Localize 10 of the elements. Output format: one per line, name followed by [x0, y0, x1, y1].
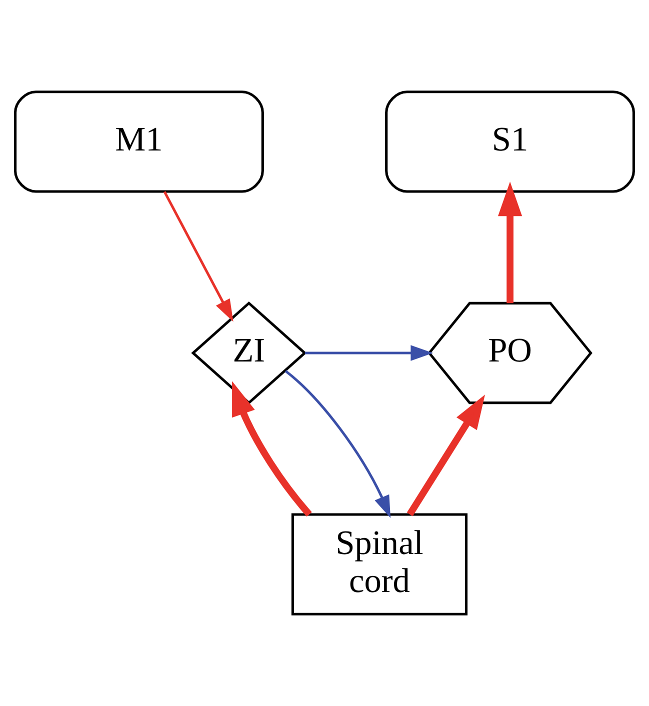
arrow — [406, 394, 485, 516]
arrow — [305, 345, 434, 361]
arrow — [163, 191, 234, 322]
node-box: Spinal cord — [291, 513, 468, 616]
arrow — [498, 182, 522, 304]
arrow — [284, 370, 391, 518]
node-box: S1 — [385, 90, 636, 193]
arrow — [232, 381, 312, 517]
node-box: M1 — [14, 90, 264, 193]
node-diamond: ZI — [191, 301, 307, 405]
